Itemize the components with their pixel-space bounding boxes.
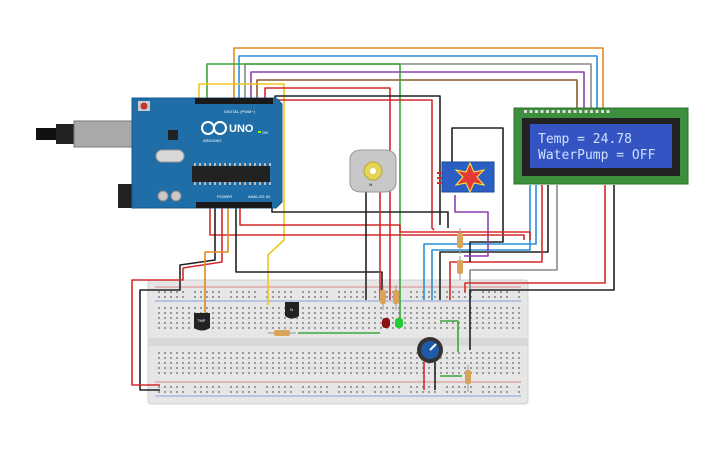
board-model-label: UNO [229, 123, 254, 135]
arduino-logo: UNO ARDUINO [201, 121, 254, 143]
wire-black-loop [451, 127, 504, 262]
board-brand-label: ARDUINO [203, 138, 221, 143]
wire-orange-a0 [204, 205, 229, 315]
wire-brown-top [256, 79, 578, 108]
wire-orange-top [233, 47, 604, 108]
analog-header-label: ANALOG IN [248, 194, 270, 199]
wire-purple-lcd [454, 195, 489, 257]
resistor-5[interactable] [457, 256, 463, 280]
power-led [258, 131, 261, 133]
wire-gray-top [244, 63, 592, 108]
wire-black-lcd-vcc [439, 185, 549, 300]
led-red[interactable] [382, 318, 390, 328]
lcd-pins [524, 110, 610, 113]
wire-gray-lcd [469, 185, 558, 300]
transistor[interactable]: N [285, 302, 299, 319]
temperature-sensor[interactable]: TMP [194, 313, 210, 331]
wire-blue-lcd [423, 185, 537, 300]
lcd-line-2: WaterPump = OFF [538, 148, 656, 163]
esp-module[interactable] [437, 161, 495, 194]
resistor-2[interactable] [380, 285, 386, 310]
lcd-display[interactable]: Temp = 24.78 WaterPump = OFF [513, 107, 689, 185]
wire-blue-top [238, 55, 598, 108]
wire-red-5v-rail [131, 205, 223, 386]
wire-red-arduino-right [239, 205, 531, 240]
breadboard[interactable] [147, 279, 529, 405]
wire-black-lcd2 [469, 185, 615, 350]
digital-header-label: DIGITAL (PWM~) [224, 109, 256, 114]
breadboard-holes [158, 291, 520, 393]
power-header-label: POWER [217, 194, 232, 199]
wire-black-gnd2 [235, 205, 383, 300]
sensor-label: TMP [197, 318, 206, 323]
wire-purple-top [250, 71, 585, 108]
led-green[interactable] [395, 318, 403, 328]
wire-red-top [264, 87, 391, 300]
resistor-1[interactable] [268, 330, 296, 336]
reset-button[interactable] [140, 102, 148, 110]
wire-red-lcd [270, 99, 435, 231]
wire-red-lcd-vcc [449, 185, 543, 300]
arduino-uno-board[interactable]: UNO ARDUINO DIGITAL (PWM~) POWER ANALOG … [36, 97, 283, 209]
resistor-6[interactable] [465, 365, 471, 392]
wire-red-5v [209, 205, 525, 240]
motor-label: M [369, 182, 372, 187]
wire-red-lcd2 [464, 185, 606, 292]
wire-yellow-top [198, 83, 285, 305]
power-led-label: ON [262, 130, 268, 135]
lcd-line-1: Temp = 24.78 [538, 132, 632, 147]
burst-icon [454, 161, 486, 194]
transistor-label: N [290, 307, 293, 312]
potentiometer[interactable] [417, 337, 443, 363]
wire-black-gnd [139, 205, 216, 391]
wire-green-top [206, 63, 401, 320]
wires [131, 47, 615, 391]
module-pins [437, 172, 442, 184]
chip-pins [194, 163, 271, 185]
wire-blue-lcd2 [431, 185, 531, 300]
dc-motor[interactable]: M [349, 149, 397, 193]
resistor-3[interactable] [393, 285, 399, 310]
wire-green-bb2 [440, 320, 459, 352]
resistor-4[interactable] [457, 228, 463, 254]
